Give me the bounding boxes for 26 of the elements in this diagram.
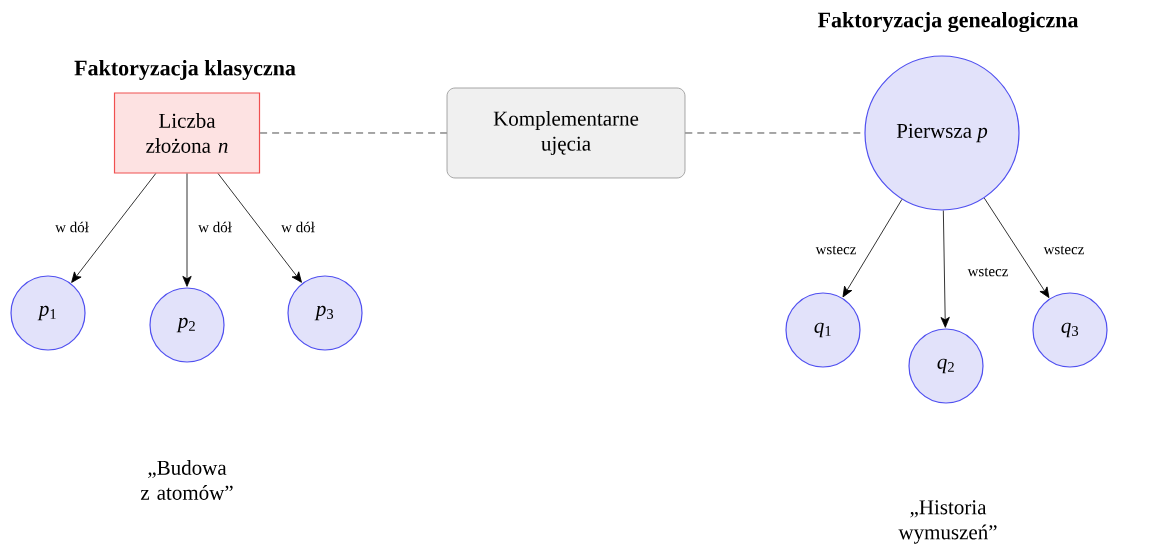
arrow — [217, 173, 302, 283]
edge-label: w dół — [197, 220, 233, 234]
edge-label: w dół — [280, 220, 316, 234]
edge-label: wstecz — [966, 266, 1010, 278]
heading: Faktoryzacja genealogiczna — [817, 11, 1079, 33]
circle-node: q$_{3}$ — [1032, 292, 1108, 368]
circle-node: Pierwsza p — [864, 55, 1020, 211]
caption-text: „Historia wymuszeń” — [898, 500, 997, 544]
arrow — [71, 173, 157, 283]
arrow — [940, 210, 950, 328]
circle-node: p$_{2}$ — [149, 287, 225, 363]
circle-node: q$_{2}$ — [908, 328, 984, 404]
edge-label: wstecz — [814, 244, 858, 256]
edge-label: wstecz — [1042, 244, 1086, 256]
circle-node: p$_{3}$ — [287, 275, 363, 351]
heading: Faktoryzacja klasyczna — [74, 60, 296, 80]
arrow — [983, 197, 1050, 298]
arrow — [842, 199, 903, 298]
caption-text: „Budowa z atomów” — [140, 460, 233, 500]
connector-line — [259, 132, 448, 134]
circle-node: q$_{1}$ — [785, 292, 861, 368]
arrow — [182, 173, 192, 287]
edge-label: w dół — [54, 220, 90, 234]
circle-node: p$_{1}$ — [10, 275, 86, 351]
concept-box: Komplementarne ujęcia — [446, 87, 686, 179]
process-box: Liczba złożona n — [113, 92, 261, 174]
